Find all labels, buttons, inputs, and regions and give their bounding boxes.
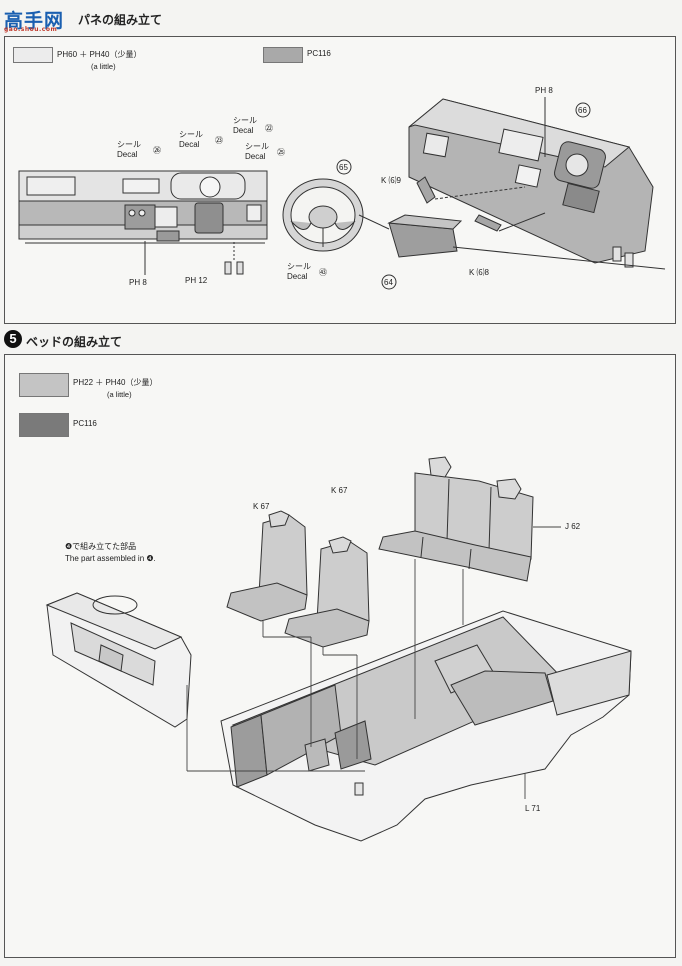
label-k68: K ⑹8: [469, 267, 490, 277]
decal-num-23: ㉓: [215, 136, 223, 145]
label-part-66: 66: [578, 106, 587, 115]
assembled-dashboard: [45, 592, 192, 728]
column-cover: [358, 214, 463, 258]
guide-lines: [186, 526, 561, 799]
label-k67-right: K 67: [331, 486, 348, 495]
label-k67-left: K 67: [253, 502, 270, 511]
logo-text: 高手网: [4, 10, 65, 32]
section5-panel: PH22 ＋ PH40（少量） (a little) PC116: [4, 354, 676, 958]
label-ph12: PH 12: [185, 276, 208, 285]
lever-parts: [416, 97, 666, 270]
decal-num-26: ㉖: [153, 146, 161, 155]
dashboard-3d-view: [408, 98, 654, 268]
front-seat-left: [226, 510, 308, 622]
legend-sub-1: (a little): [91, 62, 116, 71]
section4-title: パネの組み立て: [78, 13, 163, 27]
rear-bench-seat: [378, 456, 534, 582]
label-ph8-right: PH 8: [535, 86, 553, 95]
label-ph8-left: PH 8: [129, 278, 147, 287]
label-part-65: 65: [339, 163, 348, 172]
legend-item-5-2: PC116: [73, 419, 97, 428]
steering-wheel: [282, 178, 364, 252]
decal-num-22: ㉒: [265, 124, 273, 133]
legend-sub-5-1: (a little): [107, 390, 132, 399]
legend-swatch-light: [13, 47, 53, 63]
legend-item-1: PH60 ＋ PH40（少量） (a little): [57, 49, 141, 71]
decal-label-en-5: Decal: [287, 272, 308, 281]
decal-label-jp-1: シール: [117, 140, 141, 149]
assembled-label-jp: ❹で組み立てた部品: [65, 541, 136, 551]
dashboard-front-view: [18, 170, 268, 244]
label-l71: L 71: [525, 804, 541, 813]
decal-label-jp-3: シール: [233, 116, 257, 125]
legend-item-2: PC116: [307, 49, 331, 58]
front-seat-right: [284, 536, 370, 648]
legend-swatch-light-5: [19, 373, 69, 397]
decal-label-en-4: Decal: [245, 152, 266, 161]
cabin-floor: [220, 610, 632, 842]
decal-label-en-1: Decal: [117, 150, 138, 159]
key-parts: [144, 241, 244, 275]
legend-text-5-1: PH22 ＋ PH40（少量）: [73, 378, 158, 387]
decal-label-jp-2: シール: [179, 130, 203, 139]
decal-label-en-3: Decal: [233, 126, 254, 135]
label-part-64: 64: [384, 278, 393, 287]
decal-num-25: ㉕: [277, 148, 285, 157]
assembled-label-en: The part assembled in ❹.: [65, 554, 156, 563]
label-k69: K ⑹9: [381, 175, 402, 185]
decal-label-jp-4: シール: [245, 142, 269, 151]
decal-label-en-2: Decal: [179, 140, 200, 149]
section4-panel: PH60 ＋ PH40（少量） (a little) PC116: [4, 36, 676, 324]
site-logo: 高手网 gao.shou.com: [2, 4, 76, 34]
decal-num-43: ㊸: [319, 268, 327, 277]
legend-text-1: PH60 ＋ PH40（少量）: [57, 50, 142, 59]
legend-swatch-dark-5: [19, 413, 69, 437]
label-j62: J 62: [565, 522, 581, 531]
dashboard-diagram: シール Decal ㉖ シール Decal ㉓ シール Decal ㉒ シール …: [18, 86, 666, 290]
logo-url: gao.shou.com: [4, 26, 58, 33]
legend-item-5-1: PH22 ＋ PH40（少量） (a little): [73, 377, 157, 399]
cabin-diagram: ❹で組み立てた部品 The part assembled in ❹. K 67 …: [45, 456, 632, 842]
step-number-badge: 5: [4, 330, 22, 348]
decal-label-jp-5: シール: [287, 262, 311, 271]
legend-swatch-mid: [263, 47, 303, 63]
section5-title: ベッドの組み立て: [26, 335, 123, 349]
